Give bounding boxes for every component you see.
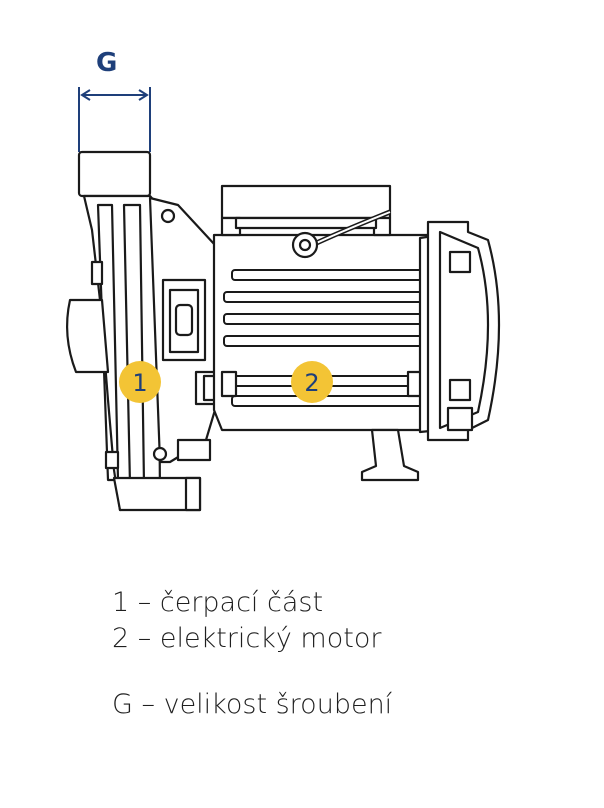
legend-item-electric-motor: 2 – elektrický motor bbox=[112, 623, 382, 654]
callout-number-1: 1 bbox=[132, 369, 147, 397]
legend: 1 – čerpací část 2 – elektrický motor G … bbox=[112, 585, 392, 723]
legend-item-connection-size: G – velikost šroubení bbox=[112, 689, 393, 720]
legend-item-pump-part: 1 – čerpací část bbox=[112, 587, 324, 618]
callout-badge-1: 1 bbox=[119, 361, 161, 403]
pump-drawing bbox=[66, 150, 501, 512]
callout-number-2: 2 bbox=[304, 369, 319, 397]
callout-badge-2: 2 bbox=[291, 361, 333, 403]
dimension-line bbox=[78, 87, 151, 152]
pump-diagram: 1 2 bbox=[66, 87, 501, 512]
dimension-label-g: G bbox=[96, 48, 118, 78]
